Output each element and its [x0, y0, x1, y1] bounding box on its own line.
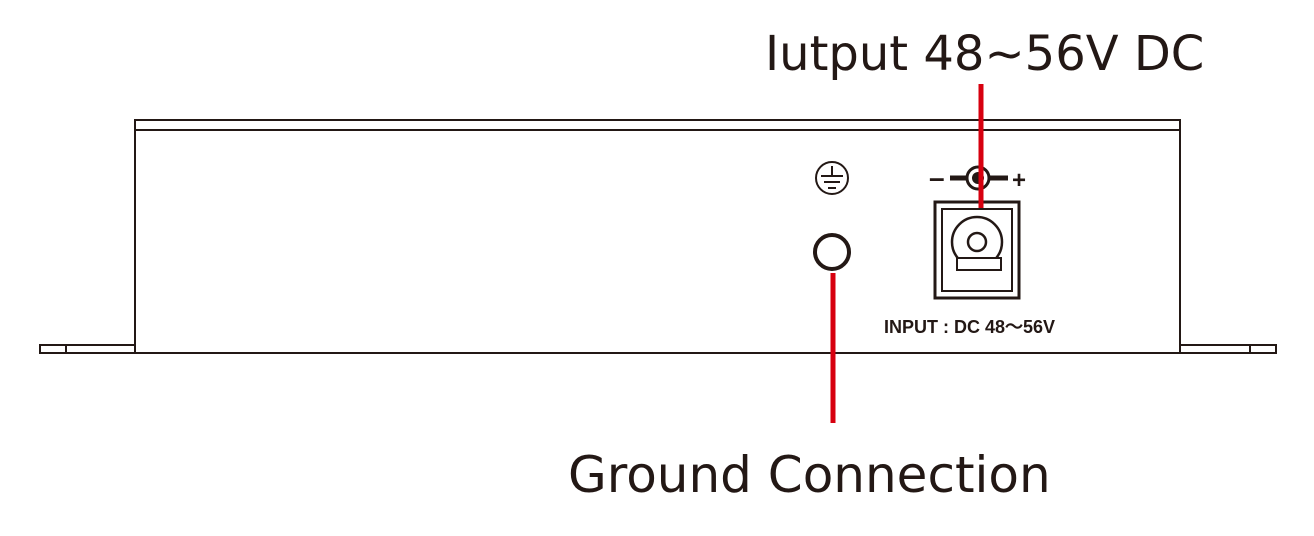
device-enclosure	[134, 119, 1181, 354]
polarity-plus-label: +	[1012, 167, 1026, 194]
polarity-minus-label: –	[929, 162, 945, 193]
dc-jack-latch	[956, 257, 1002, 271]
ground-terminal	[813, 233, 851, 271]
power-output-callout: Iutput 48~56V DC	[765, 26, 1204, 82]
polarity-marking: – +	[929, 162, 1026, 194]
left-flange-body	[39, 344, 136, 354]
dc-input-jack	[933, 200, 1021, 300]
right-mounting-flange	[1179, 344, 1277, 354]
input-rating-label: INPUT : DC 48～56V	[884, 317, 1055, 337]
left-mounting-flange	[39, 344, 136, 354]
ground-icon	[815, 161, 849, 195]
ground-connection-callout: Ground Connection	[568, 446, 1051, 504]
enclosure-outline	[134, 119, 1181, 354]
right-flange-body	[1179, 344, 1277, 354]
dc-jack-pin	[966, 231, 988, 253]
